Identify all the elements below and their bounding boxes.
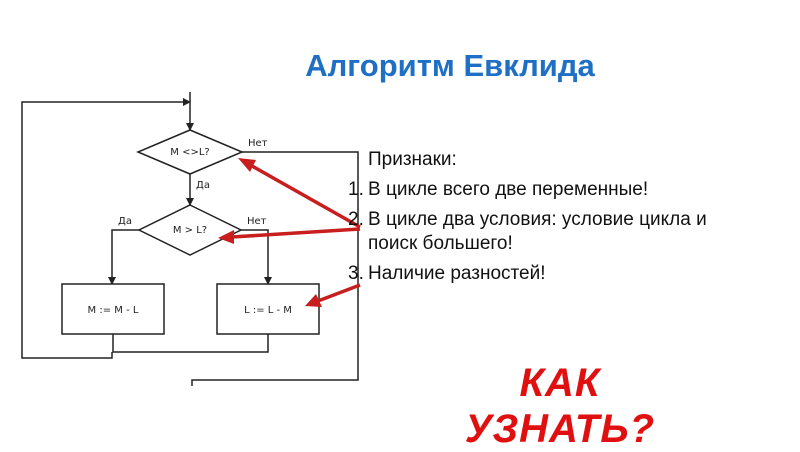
- red-arrowhead-2: [218, 230, 234, 244]
- slide-title: Алгоритм Евклида: [305, 48, 595, 83]
- condition-top-label: M <>L?: [170, 147, 209, 158]
- red-arrow-3: [317, 283, 361, 303]
- no-label-top: Нет: [248, 138, 268, 149]
- yes-branch-line: [108, 229, 139, 285]
- notes-heading: Признаки:: [368, 149, 457, 170]
- loop-back-line: [21, 98, 191, 359]
- note-text: В цикле всего две переменные!: [368, 179, 649, 200]
- note-item: 3. Наличие разностей!: [342, 262, 722, 286]
- merge-line: [112, 334, 269, 353]
- note-item: 1. В цикле всего две переменные!: [342, 178, 722, 202]
- note-text: В цикле два условия: условие цикла и пои…: [368, 209, 707, 254]
- yes-label-top: Да: [196, 180, 210, 191]
- condition-diamond-mid: [137, 204, 243, 256]
- no-exit-line: [191, 151, 359, 386]
- process-left-label: M := M - L: [88, 305, 139, 316]
- condition-mid-label: M > L?: [173, 225, 207, 236]
- note-number: 1.: [348, 179, 364, 200]
- process-right-label: L := L - M: [244, 305, 292, 316]
- no-branch-line: [241, 229, 272, 285]
- note-number: 2.: [348, 209, 364, 230]
- note-number: 3.: [348, 263, 364, 284]
- process-block-right: [216, 283, 320, 335]
- process-block-left: [61, 283, 165, 335]
- yes-label-mid: Да: [118, 216, 132, 227]
- question-text: КАК УЗНАТЬ?: [464, 361, 656, 451]
- no-label-mid: Нет: [247, 216, 267, 227]
- notes-list: Признаки: 1. В цикле всего две переменны…: [342, 148, 722, 292]
- red-arrowhead-1: [238, 158, 256, 172]
- note-text: Наличие разностей!: [368, 263, 546, 284]
- red-arrow-1: [251, 164, 361, 229]
- red-arrow-2: [231, 227, 361, 239]
- note-item: 2. В цикле два условия: условие цикла и …: [342, 208, 722, 256]
- red-arrowhead-3: [305, 294, 322, 307]
